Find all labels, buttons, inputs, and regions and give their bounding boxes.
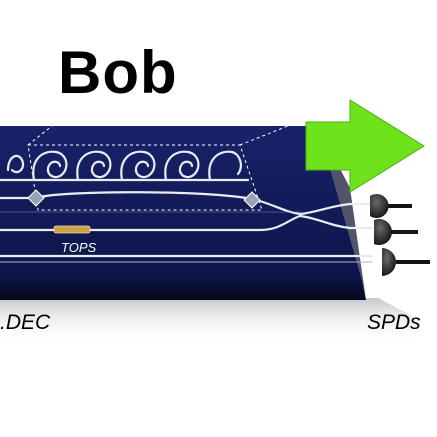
detector-group <box>370 194 430 276</box>
phase-shifter-heater <box>53 225 91 234</box>
green-arrow-icon <box>305 99 425 193</box>
chip-side-face <box>0 280 366 300</box>
chip-shadow <box>0 298 420 345</box>
spiral-delay-line <box>0 150 250 182</box>
spds-label: SPDs <box>367 311 421 334</box>
delay-section-outline <box>27 117 309 211</box>
waveguides <box>0 191 374 263</box>
tops-label: TOPS <box>61 240 97 255</box>
dec-label: .DEC <box>0 311 51 334</box>
figure-title: Bob <box>58 39 178 106</box>
right-coupler-node <box>243 191 261 209</box>
left-coupler-node <box>27 189 45 207</box>
chip-top-surface <box>0 126 362 280</box>
single-photon-detector-icon <box>370 194 412 218</box>
coupler-nodes <box>27 189 261 209</box>
single-photon-detector-icon <box>374 219 418 245</box>
single-photon-detector-icon <box>382 248 430 276</box>
